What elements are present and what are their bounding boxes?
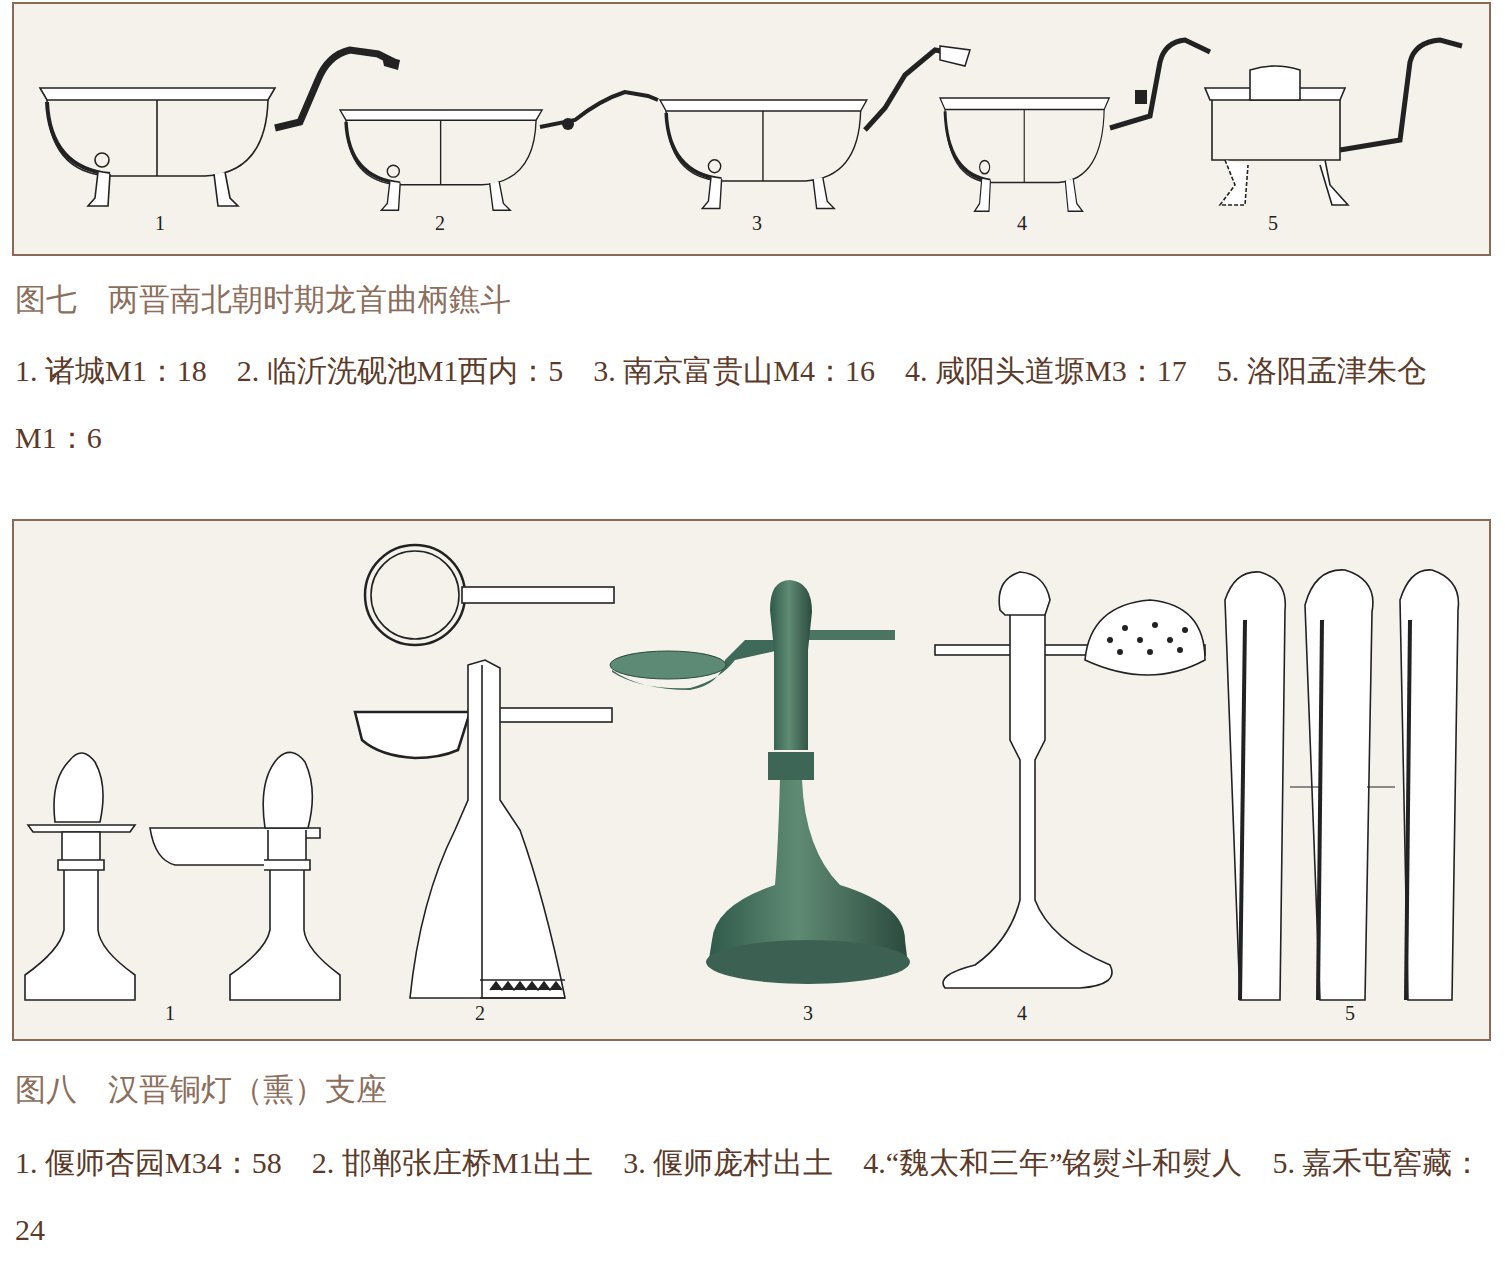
callout-number: 4 [1002, 1001, 1042, 1025]
callout-number: 5 [1253, 211, 1293, 235]
callout-number: 2 [420, 211, 460, 235]
callout-number: 1 [150, 1001, 190, 1025]
figure-caption: 1. 诸城M1：18 2. 临沂洗砚池M1西内：5 3. 南京富贵山M4：16 … [15, 337, 1493, 471]
panel [13, 3, 1490, 255]
callout-number: 1 [140, 211, 180, 235]
figure-title: 图八 汉晋铜灯（熏）支座 [15, 1072, 387, 1108]
lamp-photo [610, 580, 910, 984]
callout-number: 5 [1330, 1001, 1370, 1025]
panel [13, 520, 1490, 1040]
callout-number: 2 [460, 1001, 500, 1025]
callout-number: 3 [788, 1001, 828, 1025]
figure-title: 图七 两晋南北朝时期龙首曲柄鐎斗 [15, 282, 511, 318]
figure-caption: 1. 偃师杏园M34：58 2. 邯郸张庄桥M1出土 3. 偃师庞村出土 4.“… [15, 1129, 1493, 1263]
callout-number: 4 [1002, 211, 1042, 235]
vessel-drawings [40, 40, 1462, 211]
callout-number: 3 [737, 211, 777, 235]
lamp-drawings [25, 545, 1458, 1000]
